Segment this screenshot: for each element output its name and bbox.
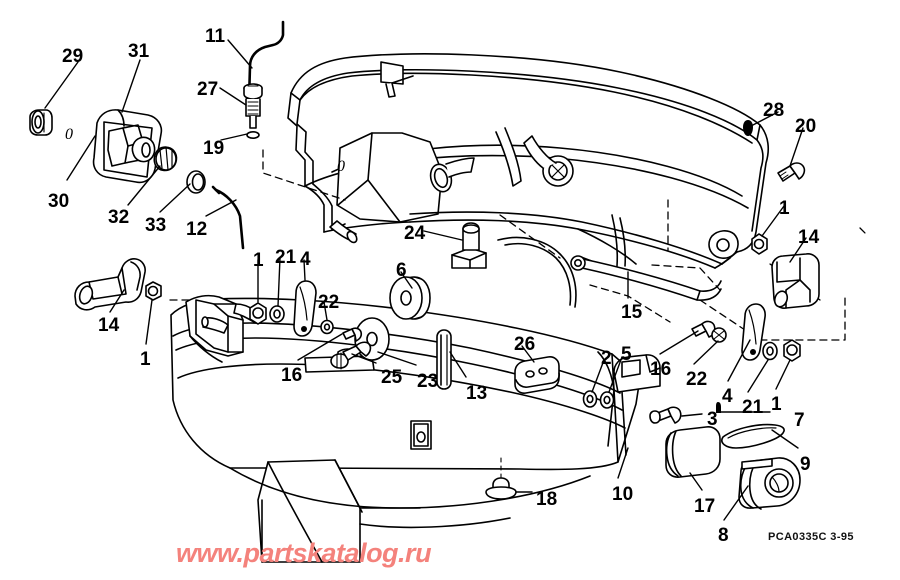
part-1-locknut-c	[751, 233, 768, 255]
part-4-link-plate-left	[293, 280, 317, 337]
part-20-bolt	[777, 162, 806, 182]
callout-33: 33	[145, 215, 167, 236]
callout-1: 1	[253, 250, 264, 271]
part-26-mount-block	[514, 356, 560, 394]
callout-3: 3	[707, 409, 718, 430]
part-27-screw	[243, 83, 263, 129]
callout-1: 1	[771, 394, 782, 415]
callout-6: 6	[396, 260, 407, 281]
callout-28: 28	[763, 100, 785, 121]
oring-glyph-cover: 0	[337, 158, 345, 175]
part-17-pad-rubber	[665, 426, 721, 478]
callout-1: 1	[140, 349, 151, 370]
callout-31: 31	[128, 41, 150, 62]
part-1-locknut-d	[783, 339, 801, 362]
part-6-bushing-large	[389, 276, 431, 320]
part-33-grommet	[186, 170, 206, 194]
part-15-support-rod	[570, 255, 722, 301]
part-25-stud-bolt	[330, 341, 372, 370]
part-5-washer	[599, 391, 615, 409]
callout-12: 12	[186, 219, 208, 240]
callout-18: 18	[536, 489, 558, 510]
part-21-washer-a	[269, 305, 285, 323]
callout-25: 25	[381, 367, 403, 388]
callout-16: 16	[650, 359, 672, 380]
callout-22: 22	[686, 369, 708, 390]
callout-17: 17	[694, 496, 716, 517]
callout-14: 14	[98, 315, 120, 336]
part-32-knob	[153, 146, 178, 172]
callout-30: 30	[48, 191, 70, 212]
callout-11: 11	[205, 26, 226, 47]
part-22-washer-b	[711, 327, 727, 343]
leader-lines	[44, 39, 807, 521]
part-14-handle-left	[74, 258, 146, 311]
callout-9: 9	[800, 454, 811, 475]
callout-8: 8	[718, 525, 729, 546]
site-watermark: www.partskatalog.ru	[176, 538, 432, 568]
callout-23: 23	[417, 371, 439, 392]
callout-21: 21	[742, 397, 764, 418]
callout-2: 2	[601, 348, 612, 369]
part-1-locknut-a	[145, 281, 162, 301]
part-21-washer-b	[762, 341, 778, 361]
upper-cover-shell	[287, 53, 770, 308]
part-2-washer	[582, 390, 598, 408]
part-24-bracket-post	[451, 222, 487, 269]
callout-4: 4	[722, 386, 733, 407]
part-code-label: PCA0335C 3-95	[768, 531, 854, 543]
callout-7: 7	[794, 410, 805, 431]
part-12-rod	[211, 185, 245, 250]
part-19-oring	[246, 131, 260, 140]
oring-glyph-30: 0	[65, 126, 73, 143]
callout-32: 32	[108, 207, 130, 228]
callout-26: 26	[514, 334, 536, 355]
callout-27: 27	[197, 79, 219, 100]
part-28-dowel-pin	[743, 120, 753, 136]
callout-14: 14	[798, 227, 820, 248]
lower-cover-right-boss	[613, 354, 661, 393]
callout-29: 29	[62, 46, 84, 67]
callout-4: 4	[300, 249, 311, 270]
callout-24: 24	[404, 223, 426, 244]
part-1-locknut-b	[249, 302, 267, 325]
callout-1: 1	[779, 198, 790, 219]
part-22-washer-a	[320, 319, 334, 335]
part-10-lower-cover-shell	[170, 297, 641, 563]
part-8-latch-knob	[738, 457, 801, 510]
part-13-pin-clip	[436, 329, 452, 390]
callout-21: 21	[275, 247, 297, 268]
part-31-latch-housing	[92, 109, 163, 184]
part-29-bushing	[29, 109, 53, 136]
part-14-handle-right	[771, 253, 820, 309]
part-16-bolt-a	[342, 327, 363, 342]
part-4-link-plate-right	[741, 303, 766, 361]
callout-20: 20	[795, 116, 817, 137]
callout-16: 16	[281, 365, 303, 386]
callout-13: 13	[466, 383, 488, 404]
part-9-seal-oval	[721, 423, 785, 449]
callout-15: 15	[621, 302, 643, 323]
part-3-screw	[649, 406, 682, 424]
callout-19: 19	[203, 138, 225, 159]
part-7-gasket-strip	[716, 402, 771, 413]
callout-22: 22	[318, 292, 340, 313]
callout-10: 10	[612, 484, 634, 505]
callout-5: 5	[621, 344, 632, 365]
